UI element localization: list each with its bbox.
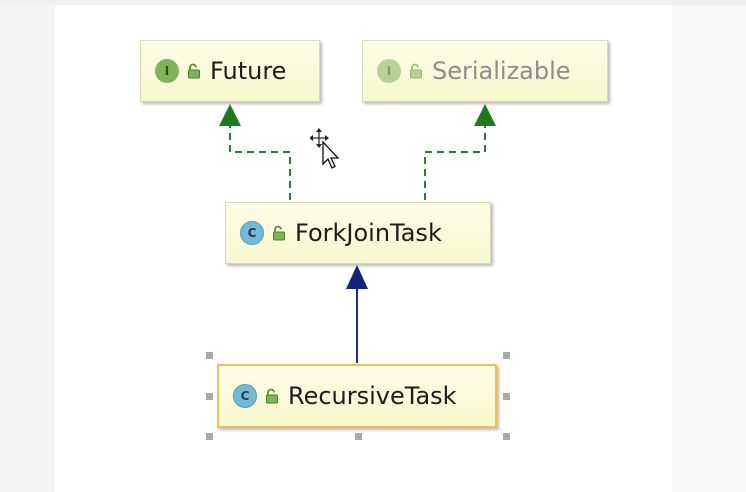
interface-icon: I <box>155 59 179 83</box>
resize-handle-top-right[interactable] <box>503 352 510 359</box>
interface-icon: I <box>377 59 401 83</box>
implements-arrowhead <box>474 104 496 126</box>
node-label: Serializable <box>432 57 571 85</box>
edge-recursivetask-forkjointask <box>346 265 368 363</box>
node-label: Future <box>210 57 287 85</box>
resize-handle-left[interactable] <box>206 393 213 400</box>
unlocked-icon <box>187 63 201 79</box>
implements-arrowhead <box>219 104 241 126</box>
side-panel <box>672 5 746 492</box>
unlocked-icon <box>265 388 279 404</box>
node-label: ForkJoinTask <box>295 219 442 247</box>
resize-handle-bottom-left[interactable] <box>206 433 213 440</box>
top-strip <box>0 0 746 5</box>
edge-forkjointask-future <box>219 104 291 200</box>
node-recursivetask[interactable]: C RecursiveTask <box>217 364 497 428</box>
extends-arrowhead <box>346 265 368 289</box>
node-future[interactable]: I Future <box>140 40 320 102</box>
resize-handle-bottom[interactable] <box>355 433 362 440</box>
unlocked-icon <box>409 63 423 79</box>
resize-handle-bottom-right[interactable] <box>503 433 510 440</box>
edge-forkjointask-serializable <box>424 104 496 200</box>
node-serializable[interactable]: I Serializable <box>362 40 608 102</box>
unlocked-icon <box>272 225 286 241</box>
class-icon: C <box>240 221 264 245</box>
resize-handle-top-left[interactable] <box>206 352 213 359</box>
node-label: RecursiveTask <box>288 382 457 410</box>
move-cursor-icon <box>310 128 340 169</box>
class-icon: C <box>233 384 257 408</box>
node-forkjointask[interactable]: C ForkJoinTask <box>225 202 491 264</box>
resize-handle-right[interactable] <box>503 393 510 400</box>
